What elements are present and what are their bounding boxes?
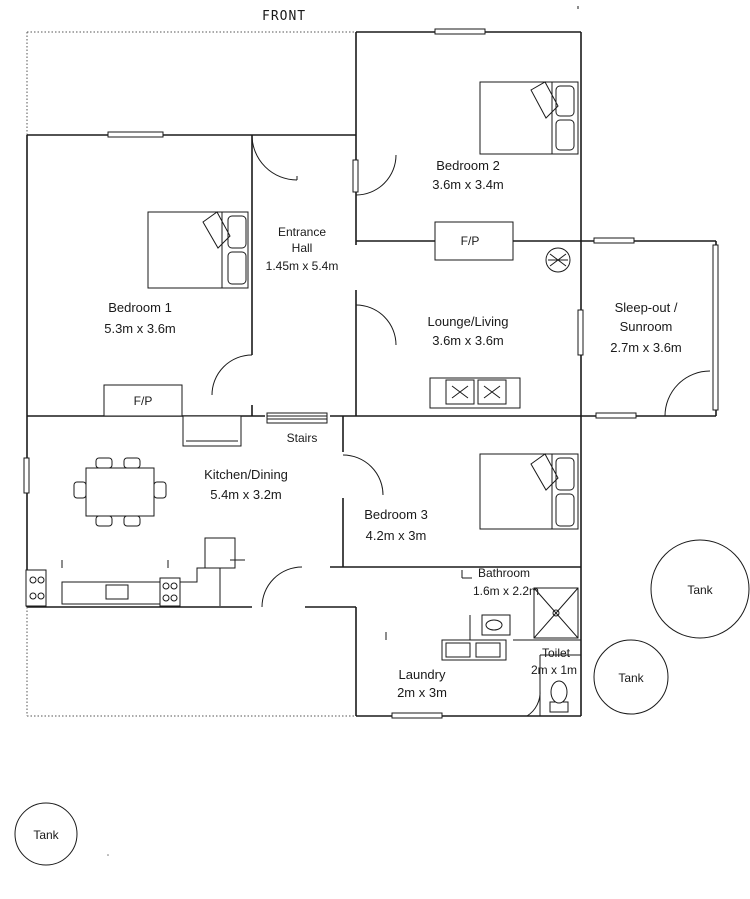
lounge-armchair <box>545 247 571 273</box>
room-name: Toilet <box>542 646 571 660</box>
room-name: Kitchen/Dining <box>204 467 288 482</box>
lounge-sofa <box>429 377 521 409</box>
room-bedroom1: Bedroom 1 5.3m x 3.6m <box>104 300 176 336</box>
water-tank: Tank <box>593 639 669 715</box>
front-yard-boundary <box>26 31 356 135</box>
room-name: Hall <box>292 241 313 255</box>
room-name: Entrance <box>278 225 326 239</box>
stairs-label: Stairs <box>287 431 318 445</box>
water-tank: Tank <box>14 802 78 866</box>
room-lounge: Lounge/Living 3.6m x 3.6m <box>428 314 509 348</box>
bathroom-fittings <box>461 570 579 640</box>
fireplace-label: F/P <box>134 394 153 408</box>
room-size: 5.3m x 3.6m <box>104 321 176 336</box>
room-size: 5.4m x 3.2m <box>210 487 282 502</box>
laundry-tub <box>441 639 507 661</box>
room-size: 1.45m x 5.4m <box>266 259 339 273</box>
tank-label: Tank <box>687 583 713 597</box>
room-size: 2.7m x 3.6m <box>610 340 682 355</box>
room-laundry: Laundry 2m x 3m <box>397 667 447 700</box>
room-name: Laundry <box>399 667 446 682</box>
windows <box>23 28 719 719</box>
toilet-fixture <box>549 680 569 713</box>
room-size: 3.6m x 3.6m <box>432 333 504 348</box>
room-name: Bathroom <box>478 566 530 580</box>
room-name: Bedroom 1 <box>108 300 172 315</box>
room-bathroom: Bathroom 1.6m x 2.2m <box>473 566 539 598</box>
bedroom2-bed <box>479 81 579 155</box>
dining-table <box>73 457 167 527</box>
room-entrance-hall: Entrance Hall 1.45m x 5.4m <box>266 225 339 273</box>
lounge-fireplace: F/P <box>434 221 514 261</box>
bedroom1-fireplace: F/P <box>103 384 183 417</box>
room-size: 3.6m x 3.4m <box>432 177 504 192</box>
room-name: Bedroom 2 <box>436 158 500 173</box>
tank-label: Tank <box>33 828 59 842</box>
room-toilet: Toilet 2m x 1m <box>531 646 577 677</box>
bedroom1-bed <box>147 211 249 289</box>
fireplace-label: F/P <box>461 234 480 248</box>
doors <box>211 134 711 717</box>
room-bedroom2: Bedroom 2 3.6m x 3.4m <box>432 158 504 192</box>
room-bedroom3: Bedroom 3 4.2m x 3m <box>364 507 428 543</box>
room-size: 2m x 3m <box>397 685 447 700</box>
water-tank: Tank <box>650 539 750 639</box>
stairs: Stairs <box>266 412 328 445</box>
room-name: Lounge/Living <box>428 314 509 329</box>
room-name: Sunroom <box>620 319 673 334</box>
room-size: 2m x 1m <box>531 663 577 677</box>
tank-label: Tank <box>618 671 644 685</box>
kitchen-stove <box>182 415 242 447</box>
room-size: 4.2m x 3m <box>366 528 427 543</box>
bedroom3-bed <box>479 453 579 530</box>
room-sleepout: Sleep-out / Sunroom 2.7m x 3.6m <box>610 300 682 355</box>
room-size: 1.6m x 2.2m <box>473 584 539 598</box>
kitchen-benches <box>25 537 245 607</box>
room-kitchen: Kitchen/Dining 5.4m x 3.2m <box>204 467 288 502</box>
back-yard-boundary <box>26 607 356 717</box>
room-name: Sleep-out / <box>615 300 678 315</box>
room-name: Bedroom 3 <box>364 507 428 522</box>
front-label: FRONT <box>262 9 306 24</box>
